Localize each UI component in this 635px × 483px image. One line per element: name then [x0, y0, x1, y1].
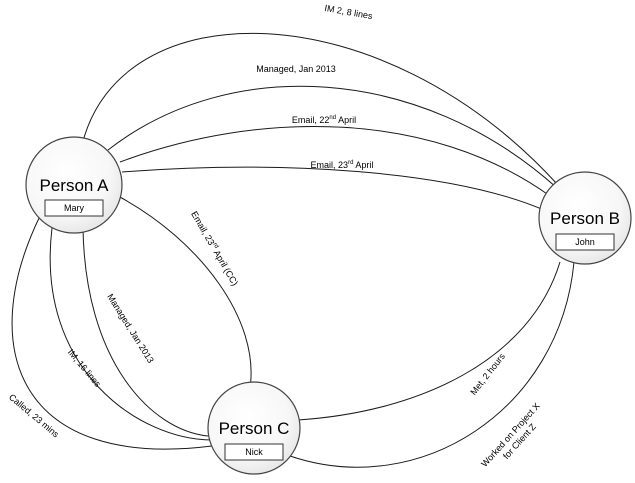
label-a-b-managed: Managed, Jan 2013 — [256, 64, 336, 74]
node-person-a-name-box — [44, 199, 104, 217]
node-person-c-name-box — [224, 443, 284, 461]
node-person-c-name: Nick — [245, 447, 263, 457]
node-person-a[interactable]: Person A Mary — [25, 136, 123, 234]
edge-a-c-im — [49, 227, 213, 441]
node-person-b-name-box — [555, 233, 615, 251]
edge-a-c-managed — [82, 227, 209, 437]
label-c-b-project: Worked on Project X for Client Z — [479, 399, 551, 476]
edge-a-c-email23cc — [117, 195, 252, 389]
label-a-c-managed: Managed, Jan 2013 — [105, 292, 156, 365]
edge-c-b-project — [289, 261, 575, 468]
edge-c-b-met — [297, 261, 561, 421]
label-a-b-im: IM 2, 8 lines — [324, 3, 374, 21]
edge-a-b-managed — [107, 85, 558, 189]
edge-a-b-email23 — [121, 166, 545, 211]
edge-a-b-im — [81, 32, 559, 186]
node-person-a-title: Person A — [40, 176, 110, 195]
node-person-c-title: Person C — [219, 419, 290, 438]
label-a-c-called: Called, 23 mins — [7, 392, 61, 440]
node-person-b[interactable]: Person B John — [538, 171, 632, 265]
edge-a-c-called — [11, 215, 213, 450]
edge-a-b-email22 — [119, 126, 551, 197]
node-person-a-name: Mary — [64, 203, 84, 213]
label-a-b-email22: Email, 22nd April — [292, 115, 356, 125]
label-a-c-im: IM, 16 lines — [66, 347, 104, 389]
label-a-b-email23: Email, 23rd April — [311, 160, 374, 170]
node-person-b-name: John — [575, 237, 595, 247]
label-a-c-email23cc: Email, 23rd April (CC) — [189, 209, 240, 287]
node-person-b-title: Person B — [550, 209, 620, 228]
node-person-c[interactable]: Person C Nick — [207, 381, 301, 475]
label-c-b-met: Met, 2 hours — [468, 351, 507, 397]
